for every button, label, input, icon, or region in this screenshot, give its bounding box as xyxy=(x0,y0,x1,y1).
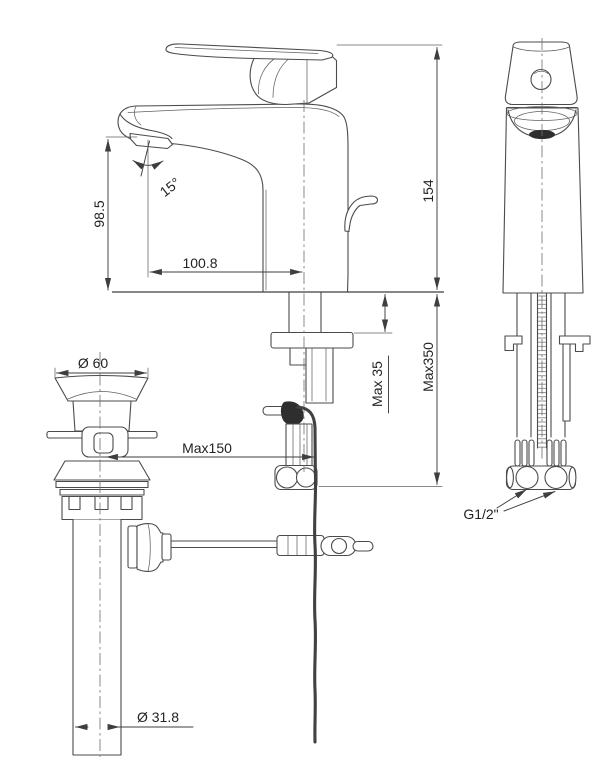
dim-tailpiece-diameter: Ø 31.8 xyxy=(137,709,179,725)
faucet-front-view xyxy=(117,43,379,491)
dim-max-install-depth: Max350 xyxy=(420,342,436,392)
dim-max-deck-thickness: Max 35 xyxy=(369,361,385,407)
dim-spout-outlet-height: 98.5 xyxy=(91,200,107,227)
drain-assembly xyxy=(46,374,374,756)
dimension-labels: 98.5 15° 100.8 154 Max350 Max 35 Max150 … xyxy=(78,174,499,725)
handle-button xyxy=(530,68,552,91)
centerlines xyxy=(99,38,543,758)
dim-max-drain-offset: Max150 xyxy=(182,440,232,456)
faucet-side-view xyxy=(502,41,591,491)
dimension-lines xyxy=(54,44,556,731)
dim-overall-height: 154 xyxy=(420,179,436,203)
dim-drain-flange-diameter: Ø 60 xyxy=(78,355,109,371)
dim-spout-reach: 100.8 xyxy=(182,255,217,271)
dim-supply-connection: G1/2" xyxy=(463,506,498,522)
lift-rod xyxy=(296,405,318,744)
dim-spout-angle: 15° xyxy=(157,174,184,200)
